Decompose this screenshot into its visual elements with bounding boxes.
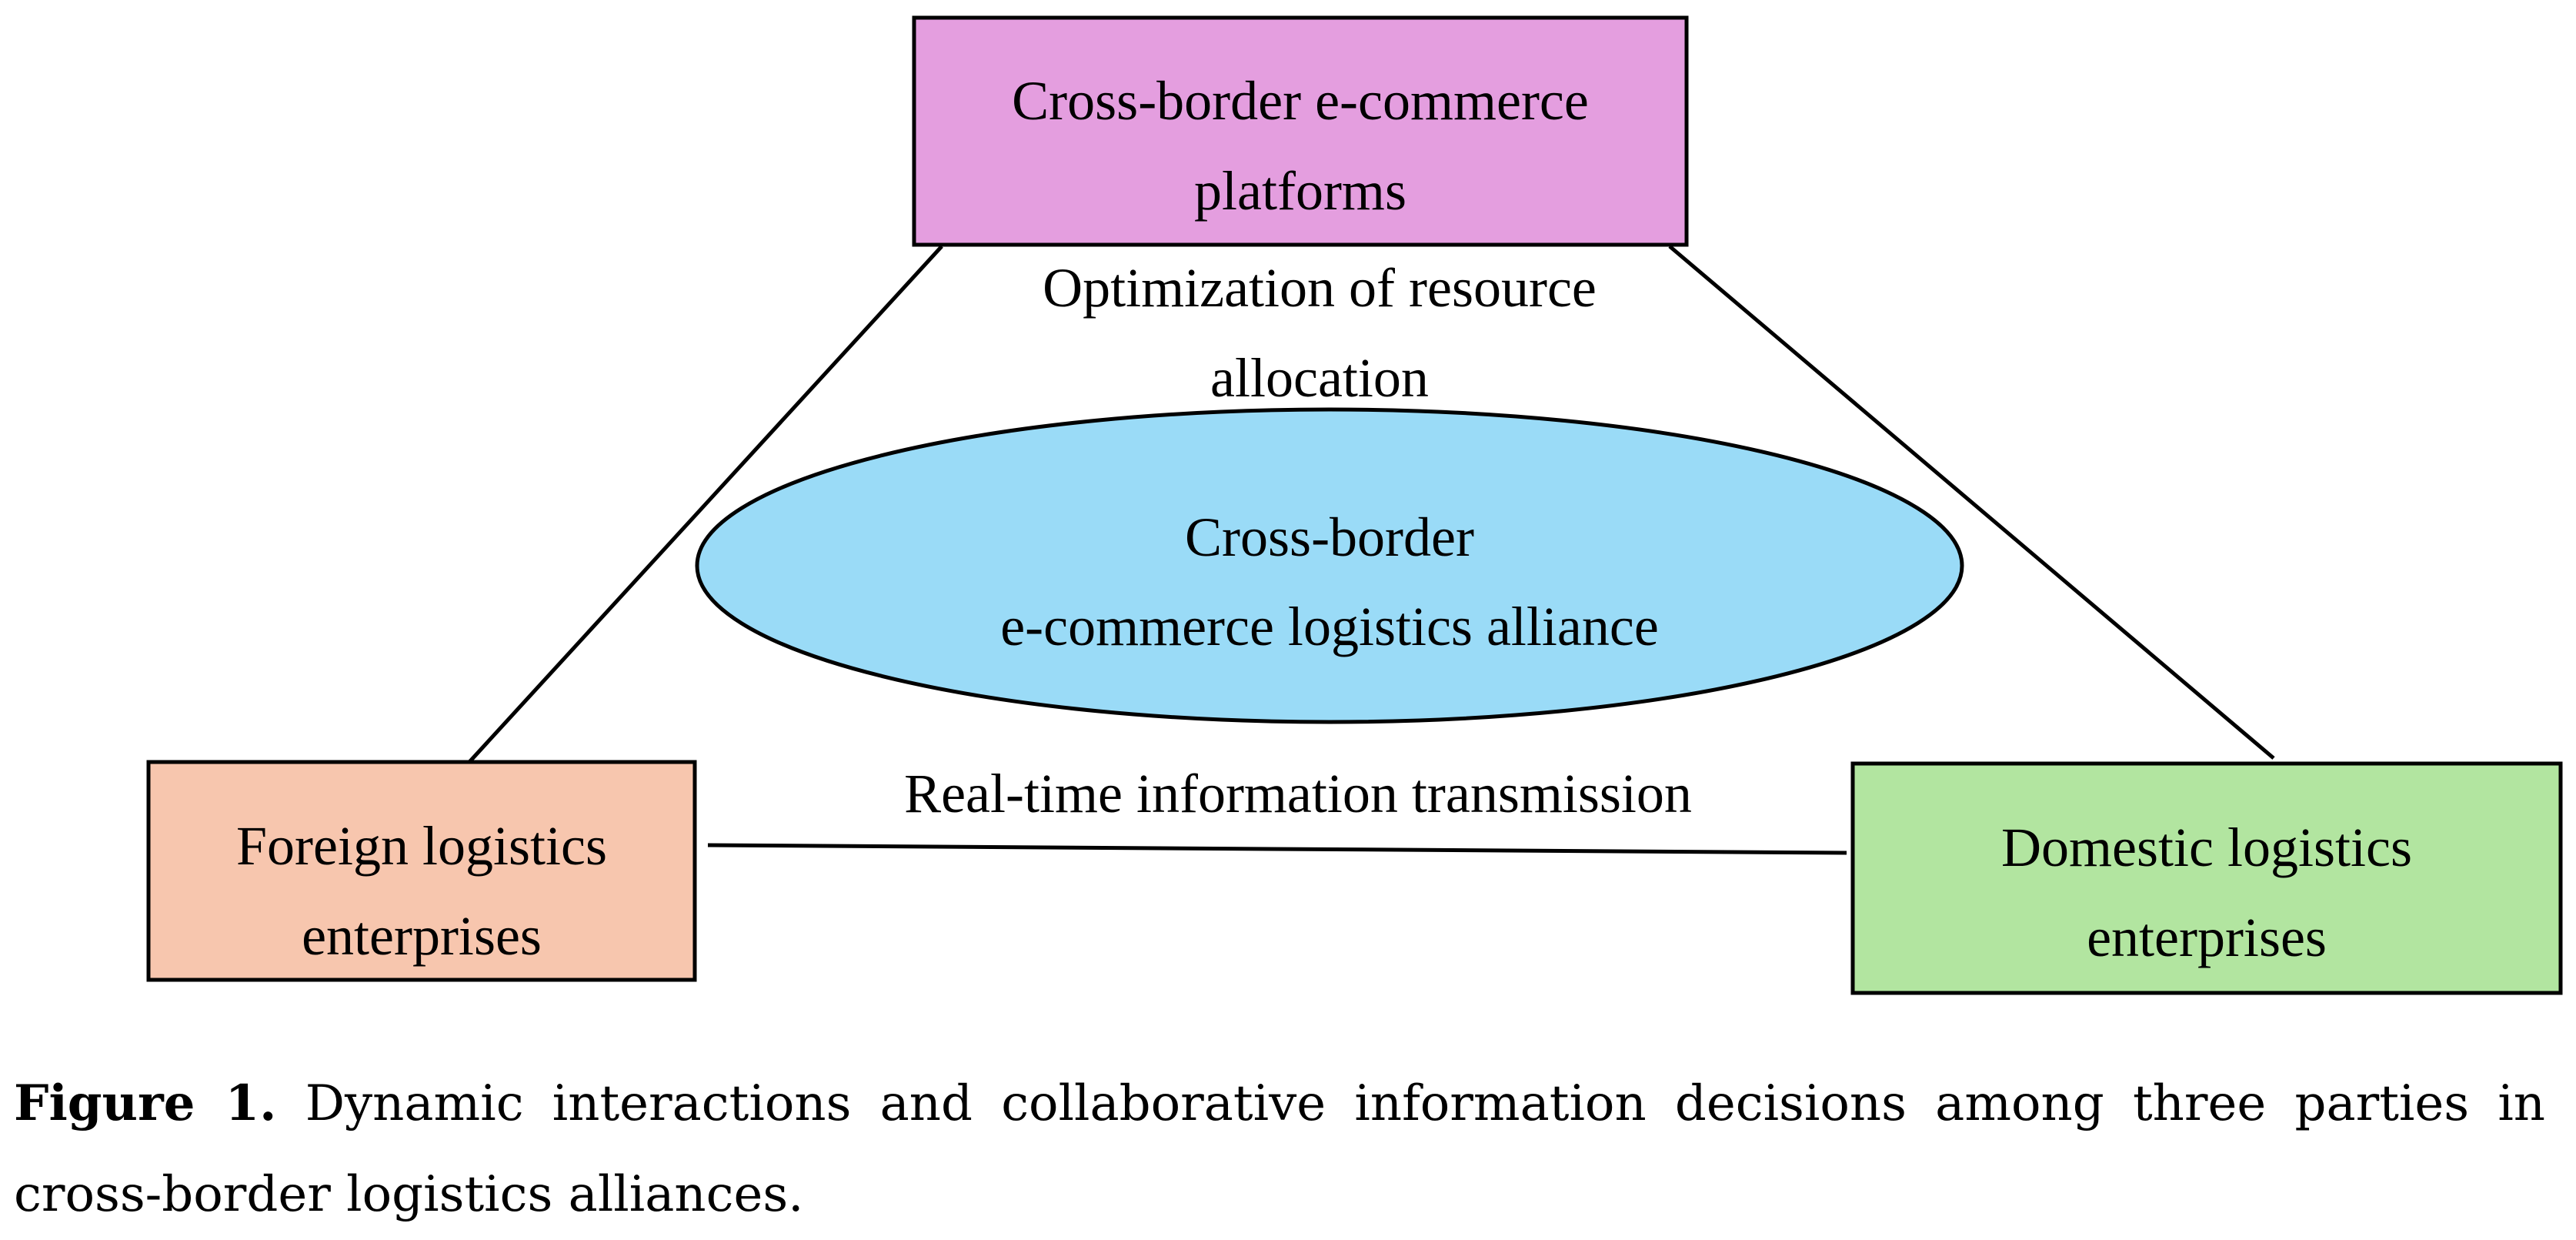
node-domestic-logistics-box bbox=[1850, 761, 2563, 995]
node-domestic-logistics: Domestic logistics enterprises bbox=[1850, 761, 2563, 995]
node-domestic-logistics-label-line2: enterprises bbox=[2087, 907, 2327, 968]
node-ecommerce-platforms-label-line1: Cross-border e-commerce bbox=[1012, 70, 1589, 132]
node-logistics-alliance-label-line2: e-commerce logistics alliance bbox=[1000, 596, 1659, 657]
edge-top-to-left bbox=[468, 245, 943, 764]
node-foreign-logistics: Foreign logistics enterprises bbox=[146, 760, 697, 982]
node-ecommerce-platforms: Cross-border e-commerce platforms bbox=[912, 15, 1689, 247]
node-foreign-logistics-box bbox=[146, 760, 697, 982]
node-logistics-alliance: Cross-border e-commerce logistics allian… bbox=[695, 407, 1964, 724]
node-foreign-logistics-label-line1: Foreign logistics bbox=[236, 815, 607, 877]
node-logistics-alliance-ellipse bbox=[695, 407, 1964, 724]
figure-caption-label: Figure 1. bbox=[14, 1075, 277, 1132]
node-ecommerce-platforms-box bbox=[912, 15, 1689, 247]
edge-label-resource-allocation-line1: Optimization of resource bbox=[1043, 257, 1597, 319]
edge-top-to-right bbox=[1668, 245, 2275, 760]
figure-caption-text: Dynamic interactions and collaborative i… bbox=[14, 1075, 2546, 1223]
edge-left-to-right bbox=[707, 843, 1847, 855]
node-logistics-alliance-label-line1: Cross-border bbox=[1185, 506, 1474, 568]
node-domestic-logistics-label-line1: Domestic logistics bbox=[2001, 817, 2412, 878]
figure-caption: Figure 1. Dynamic interactions and colla… bbox=[14, 1058, 2545, 1240]
edge-label-realtime-information: Real-time information transmission bbox=[904, 763, 1692, 824]
node-ecommerce-platforms-label-line2: platforms bbox=[1194, 160, 1406, 222]
node-foreign-logistics-label-line2: enterprises bbox=[302, 905, 542, 967]
edge-label-resource-allocation-line2: allocation bbox=[1210, 347, 1429, 409]
